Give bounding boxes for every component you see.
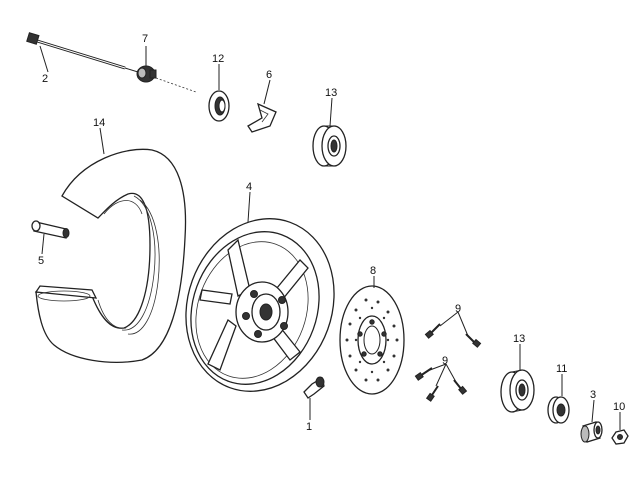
callout-labels: 2 7 12 6 13 14 4 5 8 9 9 13 11 3 10 1 (38, 33, 625, 433)
part-3-spacer (580, 421, 603, 443)
callout-2: 2 (42, 73, 48, 85)
part-6-circlip (247, 102, 277, 133)
callout-9-lower: 9 (442, 355, 448, 367)
callout-14: 14 (93, 117, 105, 129)
part-13-bearing-lower (500, 369, 535, 413)
callout-9-upper: 9 (455, 303, 461, 315)
part-13-bearing-upper (312, 125, 347, 167)
part-4-wheel-rim (185, 218, 335, 392)
part-11-collar (547, 396, 570, 424)
callout-13-lower: 13 (513, 333, 525, 345)
part-9-bolts-upper (424, 323, 482, 348)
part-7-drive-gear (136, 65, 157, 83)
part-1-valve (303, 376, 325, 399)
part-8-brake-disc (339, 285, 405, 395)
part-10-nut (611, 429, 629, 445)
callout-12: 12 (212, 53, 224, 65)
callout-10: 10 (613, 401, 625, 413)
axle-centerline (155, 77, 197, 93)
callout-13-upper: 13 (325, 87, 337, 99)
callout-6: 6 (266, 69, 272, 81)
callout-5: 5 (38, 255, 44, 267)
part-14-tire (34, 148, 187, 363)
part-9-bolts-lower (414, 367, 468, 402)
callout-8: 8 (370, 265, 376, 277)
part-5-spacer-tube (31, 220, 70, 239)
callout-11: 11 (556, 363, 567, 375)
callout-1: 1 (306, 421, 312, 433)
callout-4: 4 (246, 181, 252, 193)
part-12-oil-seal (208, 90, 230, 122)
leader-lines (39, 45, 621, 430)
callout-3: 3 (590, 389, 596, 401)
callout-7: 7 (142, 33, 148, 45)
part-2-axle (26, 32, 139, 73)
